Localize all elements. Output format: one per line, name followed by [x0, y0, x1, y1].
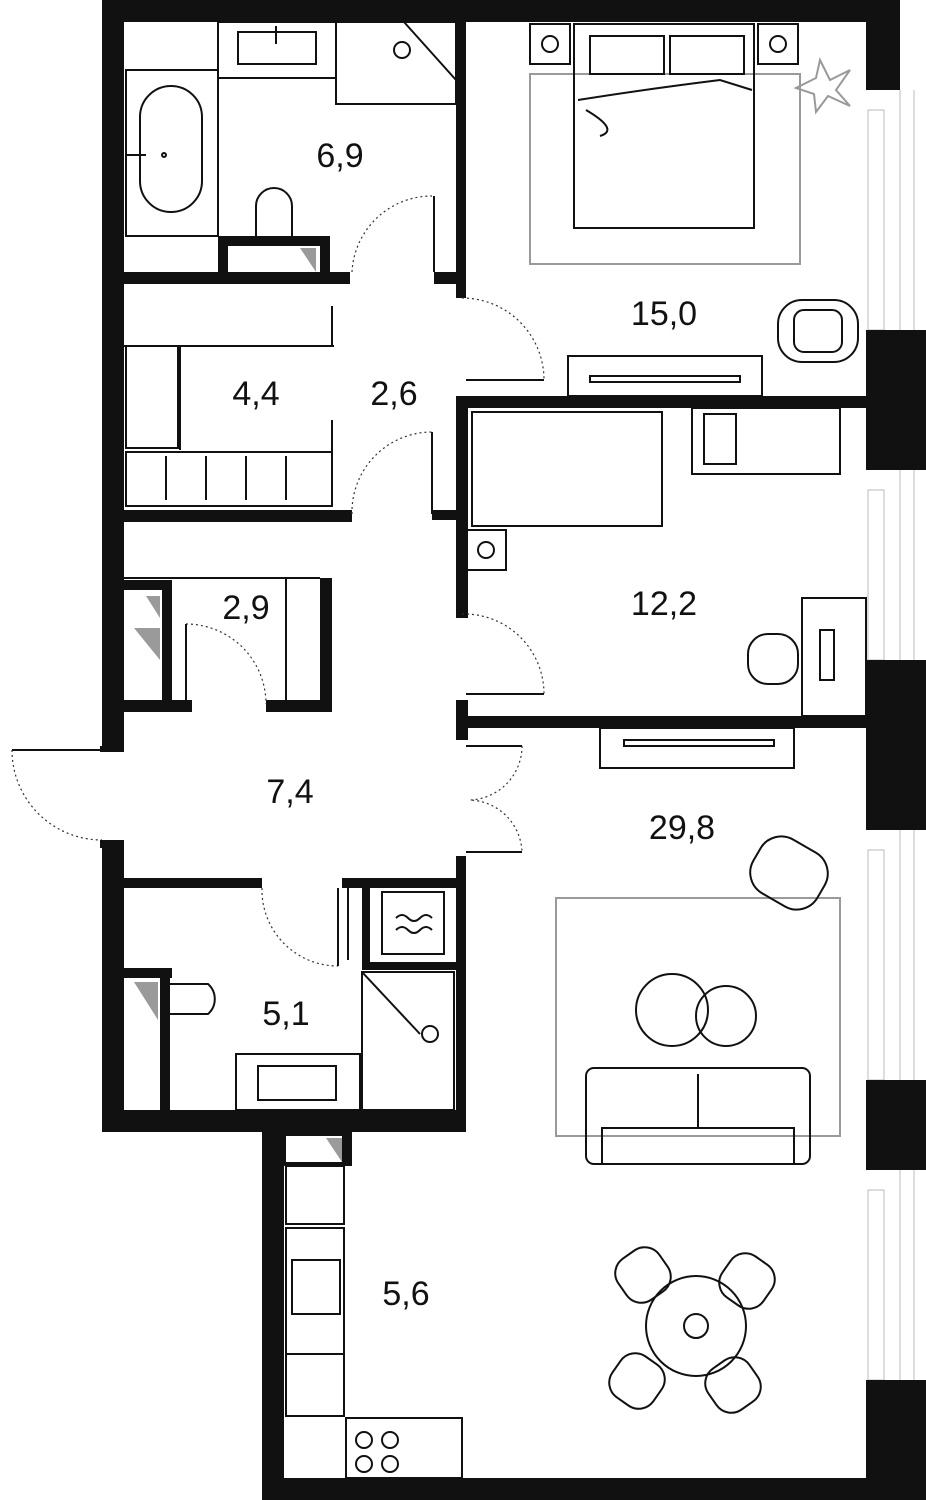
outer-walls	[102, 0, 926, 1500]
bathroom-second-fixtures	[170, 891, 455, 1111]
closet-fixtures	[124, 306, 334, 507]
doors	[11, 195, 545, 967]
storage-fixtures	[124, 577, 320, 700]
room-area-bathroom: 6,9	[316, 137, 363, 175]
room-area-bedroom-main: 15,0	[631, 295, 697, 333]
room-area-bedroom-second: 12,2	[631, 585, 697, 623]
bedroom-main-fixtures	[529, 23, 859, 397]
room-labels: 6,9 15,0 4,4 2,6 2,9 12,2 7,4 29,8 5,1 5…	[222, 137, 715, 1313]
living-fixtures	[555, 727, 841, 1414]
room-area-living: 29,8	[649, 809, 715, 847]
room-area-hall: 7,4	[266, 773, 313, 811]
room-area-bathroom-second: 5,1	[262, 995, 309, 1033]
bedroom-second-fixtures	[465, 407, 867, 717]
kitchen-fixtures	[285, 1165, 463, 1479]
bathroom-fixtures	[125, 21, 457, 237]
shafts	[124, 248, 342, 1162]
room-area-kitchen: 5,6	[382, 1275, 429, 1313]
room-area-corridor: 2,6	[370, 375, 417, 413]
room-area-closet: 4,4	[232, 375, 279, 413]
room-area-storage: 2,9	[222, 589, 269, 627]
